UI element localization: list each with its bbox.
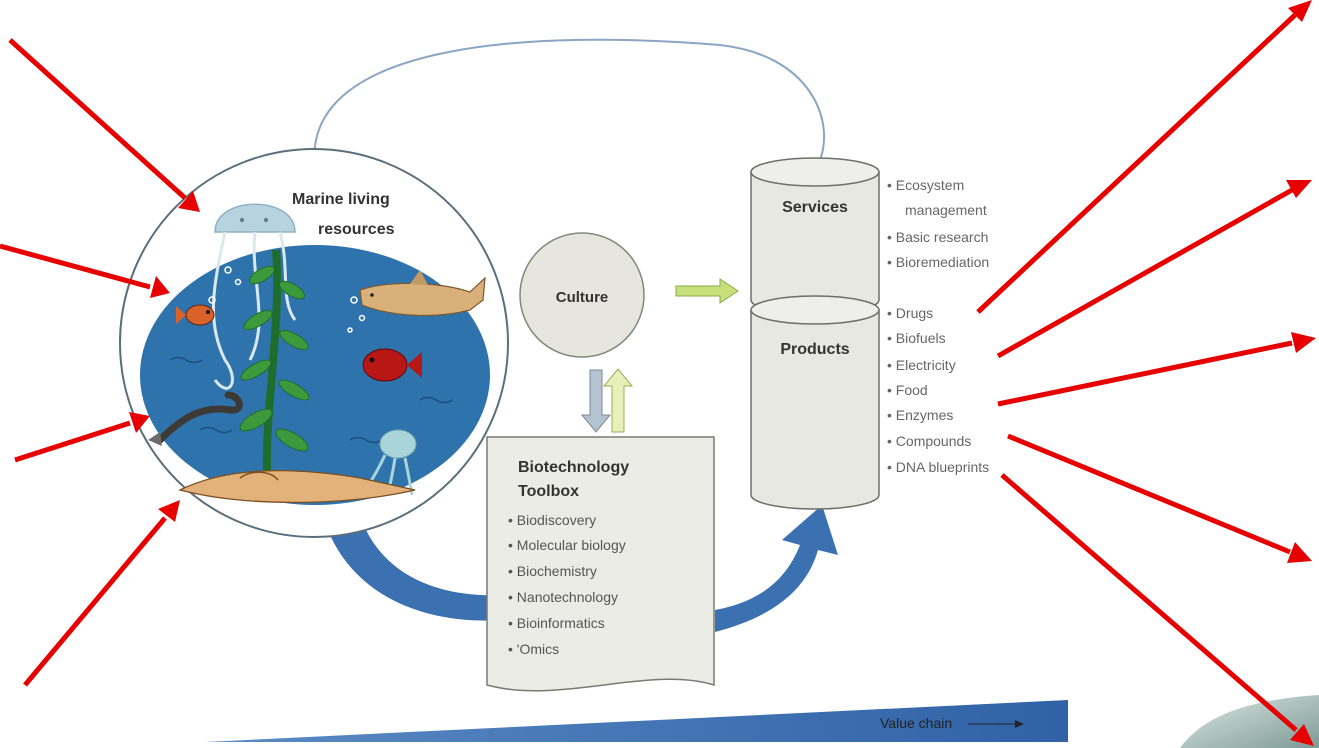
red-arrow-right-2 [996, 180, 1312, 359]
culture-label: Culture [556, 289, 609, 306]
feedback-loop-arrow [313, 38, 825, 169]
culture-circle [519, 232, 645, 358]
services-items: • Ecosystem management • Basic research … [887, 177, 989, 270]
toolbox-item: • Biodiscovery [508, 512, 596, 528]
eel-icon [148, 391, 243, 446]
products-item: • Drugs [887, 305, 933, 321]
services-label: Services [782, 199, 848, 216]
toolbox-items: • Biodiscovery • Molecular biology • Bio… [508, 512, 626, 657]
products-cylinder [750, 295, 880, 510]
red-arrow-right-4 [1007, 433, 1312, 563]
resources-title-line1: Marine living [292, 191, 390, 208]
products-item: • Compounds [887, 433, 971, 449]
shell-icon [178, 470, 416, 504]
red-arrow-left-1 [8, 38, 200, 212]
products-item: • Electricity [887, 357, 956, 373]
value-chain-arrowhead [1015, 720, 1024, 728]
toolbox-item: • Nanotechnology [508, 589, 618, 605]
red-arrow-left-4 [23, 500, 180, 687]
products-item: • Food [887, 382, 928, 398]
up-arrow [602, 368, 634, 433]
ocean-ellipse [140, 245, 490, 505]
value-chain-label: Value chain [880, 715, 952, 731]
red-arrow-left-3 [14, 412, 150, 463]
products-item: • Biofuels [887, 330, 946, 346]
toolbox-title-line1: Biotechnology [518, 459, 629, 476]
red-arrow-right-5 [1000, 473, 1314, 746]
bubbles [208, 266, 366, 333]
toolbox-item: • Molecular biology [508, 537, 626, 553]
services-item: management [905, 202, 987, 218]
small-fish-icon [176, 304, 215, 326]
jellyfish-icon [211, 203, 297, 390]
down-arrow [580, 369, 612, 433]
toolbox-item: • 'Omics [508, 641, 559, 657]
seaweed-icon [239, 249, 310, 491]
red-arrow-right-3 [997, 332, 1316, 407]
toolbox-title-line2: Toolbox [518, 483, 579, 500]
products-item: • DNA blueprints [887, 459, 989, 475]
products-item: • Enzymes [887, 407, 953, 423]
products-items: • Drugs • Biofuels • Electricity • Food … [887, 305, 989, 475]
services-item: • Ecosystem [887, 177, 964, 193]
corner-decoration [1180, 695, 1319, 748]
value-flow-arrow-right [715, 505, 838, 632]
value-flow-arrow [330, 528, 505, 621]
services-item: • Basic research [887, 229, 988, 245]
resources-title-line2: resources [318, 221, 395, 238]
toolbox-item: • Biochemistry [508, 563, 597, 579]
ocean-waves [169, 356, 453, 444]
products-label: Products [780, 341, 849, 358]
culture-to-cylinders-arrow [675, 278, 739, 304]
red-arrow-right-1 [976, 0, 1312, 314]
shark-icon [359, 270, 486, 317]
services-cylinder [750, 157, 880, 315]
toolbox-document [486, 436, 715, 692]
red-arrow-left-2 [0, 243, 170, 298]
red-fish-icon [362, 348, 422, 382]
value-chain-wedge [205, 700, 1068, 742]
services-item: • Bioremediation [887, 254, 989, 270]
toolbox-item: • Bioinformatics [508, 615, 605, 631]
